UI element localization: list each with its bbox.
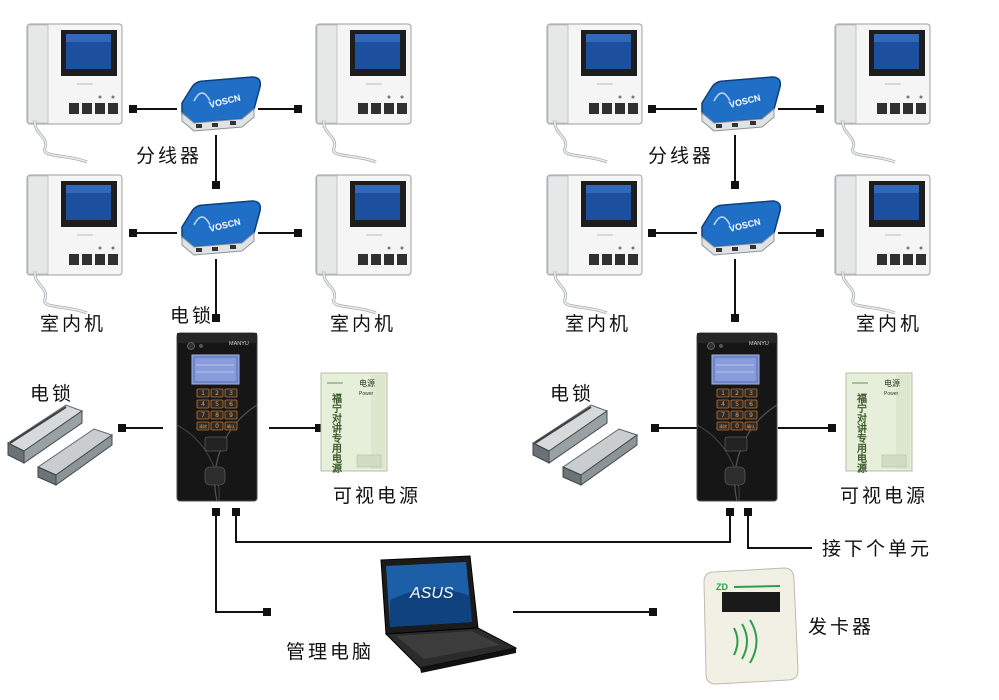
svg-text:Power: Power <box>884 391 899 397</box>
left-wiring <box>122 108 731 613</box>
keypad-key <box>224 410 238 420</box>
indoor-unit-label: 室内机 <box>330 313 396 335</box>
indoor-unit-label: 室内机 <box>565 313 631 335</box>
splitter-label: 分线器 <box>648 145 714 167</box>
keypad-key-label: 清除 <box>199 423 207 429</box>
keypad-key-label: 确认 <box>747 423 755 429</box>
keypad-key-label: 3 <box>749 390 753 397</box>
keypad-key <box>196 410 210 420</box>
keypad-key-label: 4 <box>201 401 205 408</box>
svg-text:福宁对讲专用电源: 福宁对讲专用电源 <box>330 392 343 474</box>
door-station-panel-icon: MANYU 1 2 3 4 5 6 7 8 9 清除 0 确认 <box>176 332 258 502</box>
keypad-key-label: 5 <box>215 401 219 408</box>
splitter-icon: VOSCN <box>181 76 262 132</box>
keypad-key-label: 6 <box>749 401 753 408</box>
visual-power-label: 可视电源 <box>333 485 421 507</box>
keypad-key <box>716 410 730 420</box>
keypad-key <box>730 399 744 409</box>
power-supply-icon: 电源 Power 福宁对讲专用电源 <box>845 372 913 474</box>
svg-text:福宁对讲专用电源: 福宁对讲专用电源 <box>855 392 868 474</box>
keypad-key <box>196 388 210 398</box>
keypad-key-label: 清除 <box>719 423 727 429</box>
indoor-monitor-icon <box>25 173 124 315</box>
card-issuer-icon: ZD <box>703 567 799 685</box>
indoor-monitor-icon <box>833 173 932 315</box>
next-unit-label: 接下个单元 <box>822 538 932 560</box>
keypad-key-label: 8 <box>215 412 219 419</box>
keypad-key-label: 8 <box>735 412 739 419</box>
keypad-key <box>744 399 758 409</box>
keypad-key <box>716 421 730 431</box>
keypad-key <box>730 410 744 420</box>
right-connection-points <box>648 105 836 516</box>
keypad-key-label: 0 <box>215 423 219 430</box>
keypad-key <box>210 399 224 409</box>
keypad-key-label: 3 <box>229 390 233 397</box>
indoor-monitor-icon <box>833 22 932 164</box>
indoor-unit-label: 室内机 <box>40 313 106 335</box>
visual-power-label: 可视电源 <box>840 485 928 507</box>
indoor-monitor-icon <box>545 22 644 164</box>
keypad-key <box>730 421 744 431</box>
keypad-key <box>224 388 238 398</box>
door-station-panel-icon: MANYU 1 2 3 4 5 6 7 8 9 清除 0 确认 <box>696 332 778 502</box>
card-reader-logo: ZD <box>716 582 728 592</box>
keypad-key <box>224 421 238 431</box>
keypad-key <box>196 399 210 409</box>
keypad-key-label: 2 <box>735 390 739 397</box>
keypad-key-label: 2 <box>215 390 219 397</box>
right-wiring <box>652 108 830 549</box>
left-connection-points <box>118 105 734 616</box>
keypad-key <box>744 421 758 431</box>
electric-lock-label: 电锁 <box>30 383 74 405</box>
keypad-key-label: 0 <box>735 423 739 430</box>
laptop-brand: ASUS <box>409 585 454 602</box>
splitter-icon: VOSCN <box>181 200 262 256</box>
splitter-icon: VOSCN <box>701 200 782 256</box>
indoor-monitor-icon <box>314 173 413 315</box>
keypad-key <box>224 399 238 409</box>
indoor-monitor-icon <box>25 22 124 164</box>
keypad-key <box>716 399 730 409</box>
magnetic-lock-icon <box>532 404 638 486</box>
keypad-key <box>210 388 224 398</box>
keypad-key <box>716 388 730 398</box>
electric-lock-label: 电锁 <box>550 383 594 405</box>
keypad-key <box>210 410 224 420</box>
svg-text:电源: 电源 <box>884 378 900 388</box>
keypad-key-label: 6 <box>229 401 233 408</box>
keypad-key <box>744 388 758 398</box>
keypad-key <box>744 410 758 420</box>
keypad-key-label: 5 <box>735 401 739 408</box>
keypad-key-label: 7 <box>721 412 725 419</box>
card-issuer-label: 发卡器 <box>808 616 874 638</box>
keypad-key <box>730 388 744 398</box>
indoor-monitor-icon <box>545 173 644 315</box>
keypad-key <box>210 421 224 431</box>
svg-text:Power: Power <box>359 391 374 397</box>
indoor-monitor-icon <box>314 22 413 164</box>
keypad-key-label: 4 <box>721 401 725 408</box>
magnetic-lock-icon <box>7 404 113 486</box>
keypad-key-label: 9 <box>749 412 753 419</box>
keypad-key-label: 1 <box>201 390 205 397</box>
svg-text:电源: 电源 <box>359 378 375 388</box>
keypad-key-label: 确认 <box>227 423 235 429</box>
splitter-label: 分线器 <box>136 145 202 167</box>
electric-lock-label: 电锁 <box>170 305 214 327</box>
splitter-icon: VOSCN <box>701 76 782 132</box>
power-supply-icon: 电源 Power 福宁对讲专用电源 <box>320 372 388 474</box>
panel-brand: MANYU <box>749 341 769 347</box>
keypad-key-label: 1 <box>721 390 725 397</box>
management-pc-label: 管理电脑 <box>286 641 374 663</box>
panel-brand: MANYU <box>229 341 249 347</box>
indoor-unit-label: 室内机 <box>856 313 922 335</box>
keypad-key-label: 7 <box>201 412 205 419</box>
laptop-icon: ASUS <box>380 555 518 673</box>
keypad-key <box>196 421 210 431</box>
keypad-key-label: 9 <box>229 412 233 419</box>
